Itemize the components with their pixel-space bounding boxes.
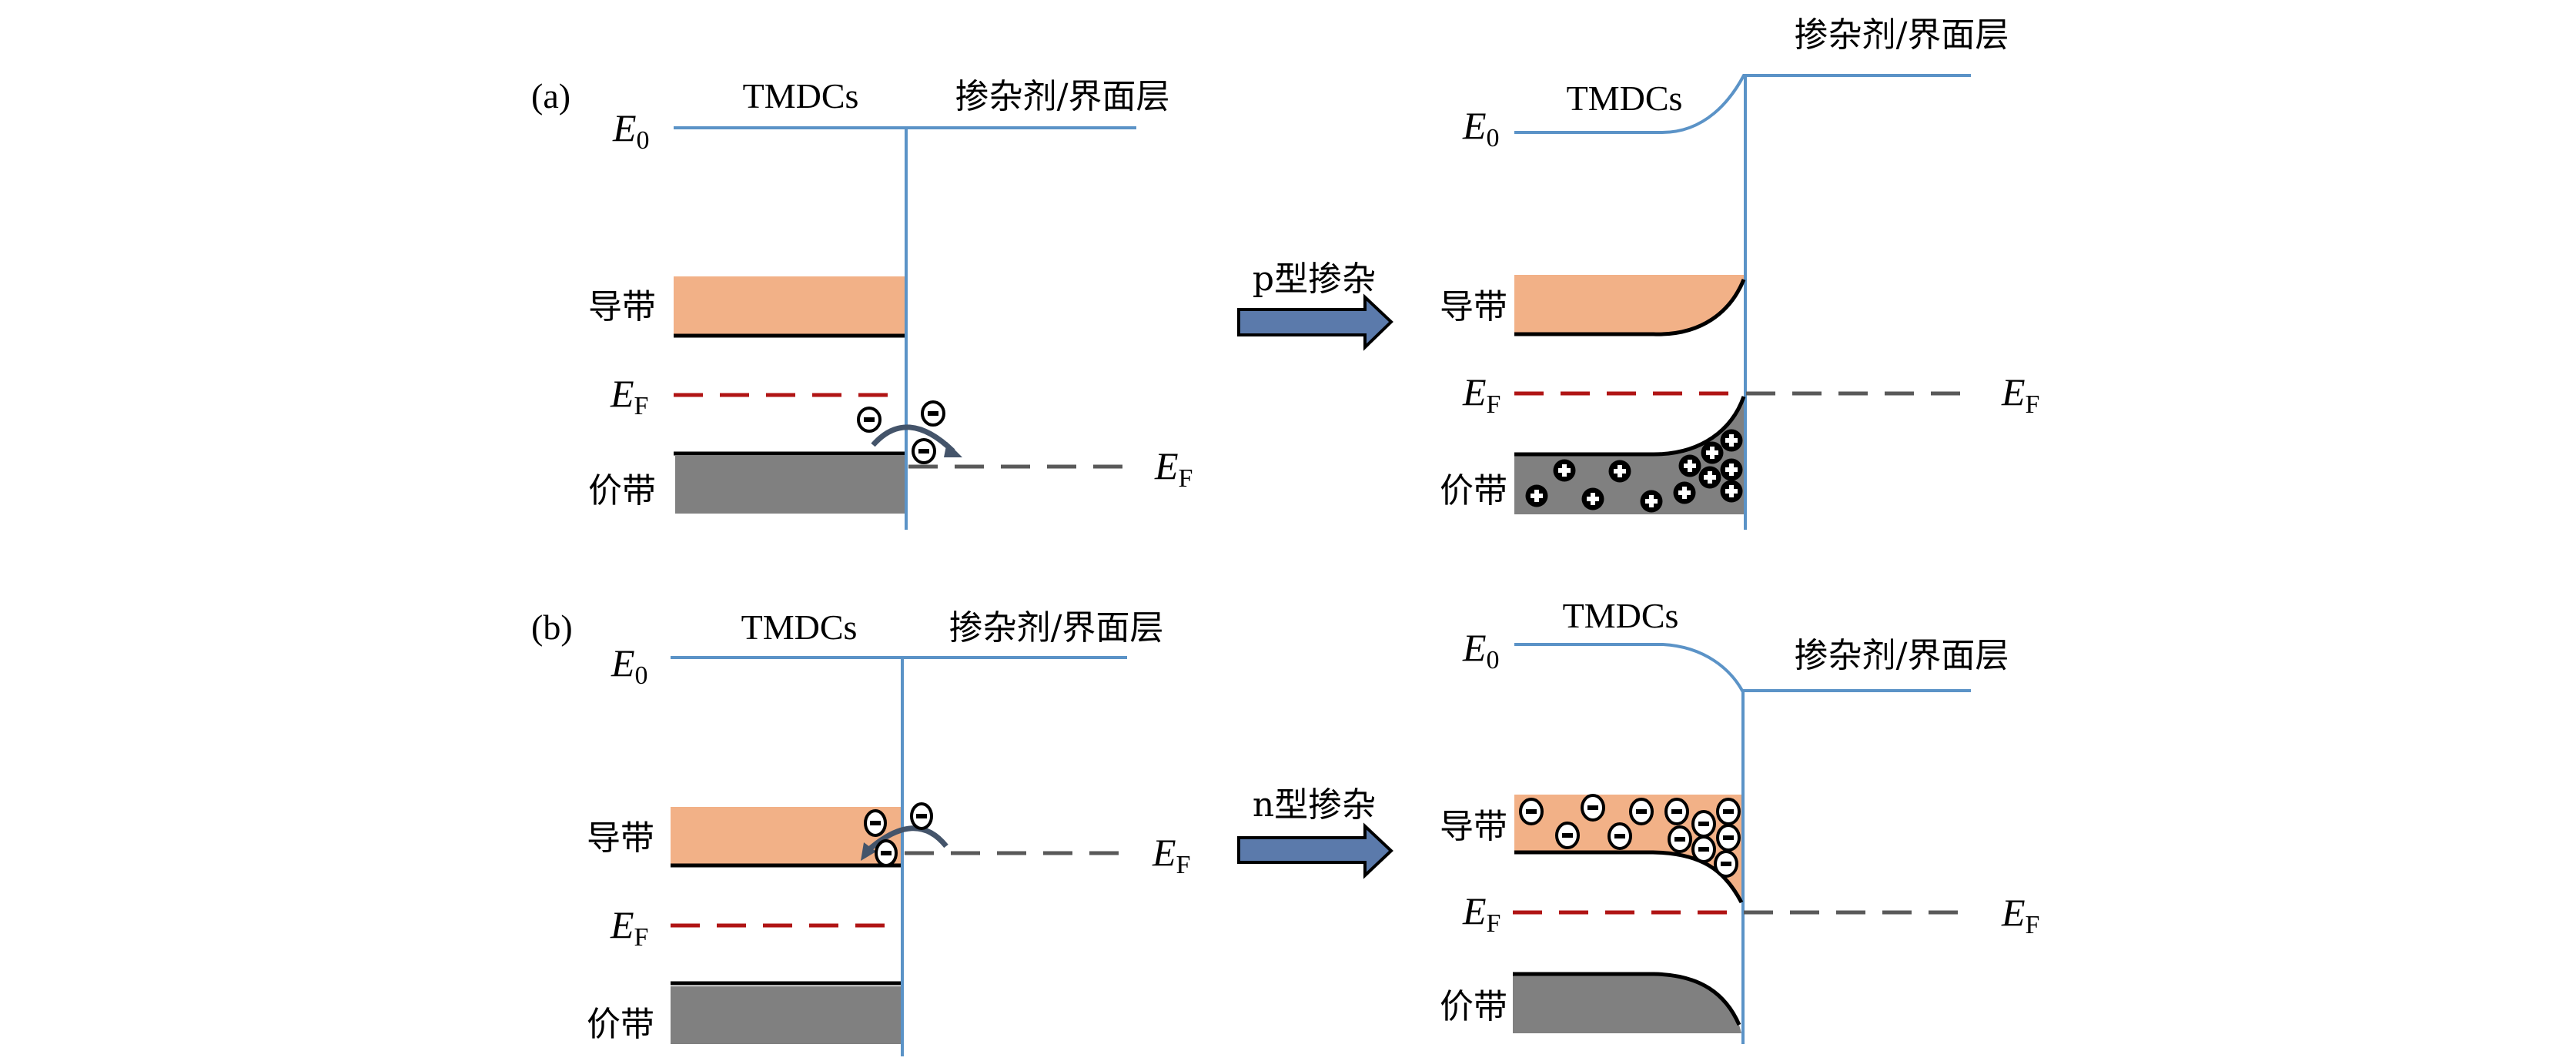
dopant-label: 掺杂剂/界面层: [1795, 636, 2009, 675]
fermi-level-dopant-label: EF: [2001, 891, 2039, 939]
electron-icon: [1607, 822, 1632, 850]
p-doping-arrow: [1237, 293, 1393, 351]
n-doping-arrow: [1237, 822, 1393, 879]
hole-icon: [1640, 490, 1663, 513]
valence-band: [1513, 976, 1741, 1033]
conduction-band-label: 导带: [1440, 807, 1507, 846]
electron-group: [864, 802, 933, 867]
fermi-level-label: EF: [1462, 889, 1500, 938]
electron-icon: [857, 407, 882, 433]
valence-band-label: 价带: [587, 1005, 654, 1044]
electron-icon: [1716, 824, 1741, 852]
electron-icon: [1581, 794, 1605, 822]
conduction-band-label: 导带: [588, 287, 656, 326]
vacuum-level-curve: [1514, 74, 1971, 134]
fermi-level-label: EF: [1462, 370, 1500, 419]
hole-icon: [1720, 480, 1743, 503]
conduction-band: [1514, 275, 1744, 335]
panel-a-before: (a) TMDCs 掺杂剂/界面层 E0 导带 EF 价带 EF: [531, 76, 1193, 530]
tmdc-label: TMDCs: [741, 607, 858, 647]
electron-icon: [864, 809, 887, 837]
valence-band: [671, 986, 901, 1044]
conduction-band-edge: [1514, 279, 1746, 336]
hole-icon: [1720, 458, 1743, 481]
panel-b-before: (b) TMDCs 掺杂剂/界面层 E0 导带 EF 价带 EF: [531, 607, 1190, 1056]
electron-icon: [1519, 798, 1544, 825]
electron-icon: [1691, 835, 1716, 863]
p-doping-label: p型掺杂: [1253, 259, 1376, 299]
electron-transfer-arrowhead: [861, 842, 876, 861]
fermi-level-dopant-label: EF: [1154, 444, 1193, 493]
dopant-label: 掺杂剂/界面层: [949, 608, 1164, 648]
hole-group: [1525, 429, 1743, 513]
dopant-label: 掺杂剂/界面层: [955, 77, 1170, 116]
electron-icon: [1555, 822, 1580, 849]
valence-band: [675, 456, 905, 514]
electron-icon: [1668, 825, 1692, 853]
electron-icon: [1714, 850, 1738, 878]
electron-group: [857, 400, 945, 464]
fermi-level-dopant-label: EF: [1152, 831, 1190, 879]
hole-icon: [1720, 429, 1743, 452]
electron-icon: [910, 802, 933, 830]
e0-label: E0: [611, 641, 648, 690]
valence-band-label: 价带: [1440, 471, 1507, 510]
e0-label: E0: [1462, 104, 1500, 152]
vacuum-level-curve: [1514, 643, 1971, 692]
electron-transfer-arrow: [866, 825, 948, 852]
hole-icon: [1608, 460, 1631, 483]
hole-icon: [1698, 466, 1721, 489]
conduction-band: [674, 276, 905, 336]
valence-band-label: 价带: [1440, 987, 1507, 1026]
conduction-band-label: 导带: [1440, 287, 1507, 326]
dopant-label: 掺杂剂/界面层: [1795, 15, 2009, 55]
electron-icon: [1629, 798, 1654, 825]
panel-a-label: (a): [531, 76, 570, 115]
tmdc-label: TMDCs: [1567, 79, 1683, 118]
hole-icon: [1673, 481, 1696, 504]
tmdc-label: TMDCs: [1563, 596, 1679, 635]
e0-label: E0: [1462, 626, 1500, 674]
electron-group: [1519, 794, 1741, 878]
valence-band-edge: [1513, 972, 1741, 1026]
n-doping-label: n型掺杂: [1253, 785, 1376, 825]
electron-icon: [1691, 810, 1716, 838]
panel-a-after: 掺杂剂/界面层 TMDCs E0 导带 EF EF 价带: [1440, 15, 2039, 530]
electron-icon: [1664, 798, 1689, 825]
electron-icon: [875, 839, 898, 867]
fermi-level-label: EF: [610, 372, 648, 420]
conduction-band-edge: [1514, 850, 1744, 904]
electron-transfer-arrow: [871, 424, 955, 454]
panel-b-after: TMDCs E0 掺杂剂/界面层 导带 EF EF 价带: [1440, 596, 2039, 1044]
n-doping-arrow-group: n型掺杂: [1237, 785, 1393, 879]
hole-icon: [1581, 487, 1604, 510]
electron-icon: [921, 400, 945, 427]
hole-icon: [1553, 459, 1576, 482]
panel-b-label: (b): [531, 607, 573, 647]
conduction-band-label: 导带: [587, 818, 654, 858]
fermi-level-label: EF: [610, 903, 648, 952]
hole-icon: [1701, 441, 1724, 464]
valence-band-edge: [1514, 396, 1746, 457]
tmdc-label: TMDCs: [743, 76, 859, 115]
electron-transfer-arrowhead: [944, 442, 962, 457]
e0-label: E0: [612, 106, 650, 155]
hole-icon: [1678, 454, 1701, 477]
p-doping-arrow-group: p型掺杂: [1237, 259, 1393, 351]
fermi-level-dopant-label: EF: [2001, 370, 2039, 419]
electron-icon: [912, 438, 936, 464]
valence-band-label: 价带: [588, 471, 656, 510]
hole-icon: [1525, 484, 1548, 507]
electron-icon: [1716, 798, 1741, 825]
